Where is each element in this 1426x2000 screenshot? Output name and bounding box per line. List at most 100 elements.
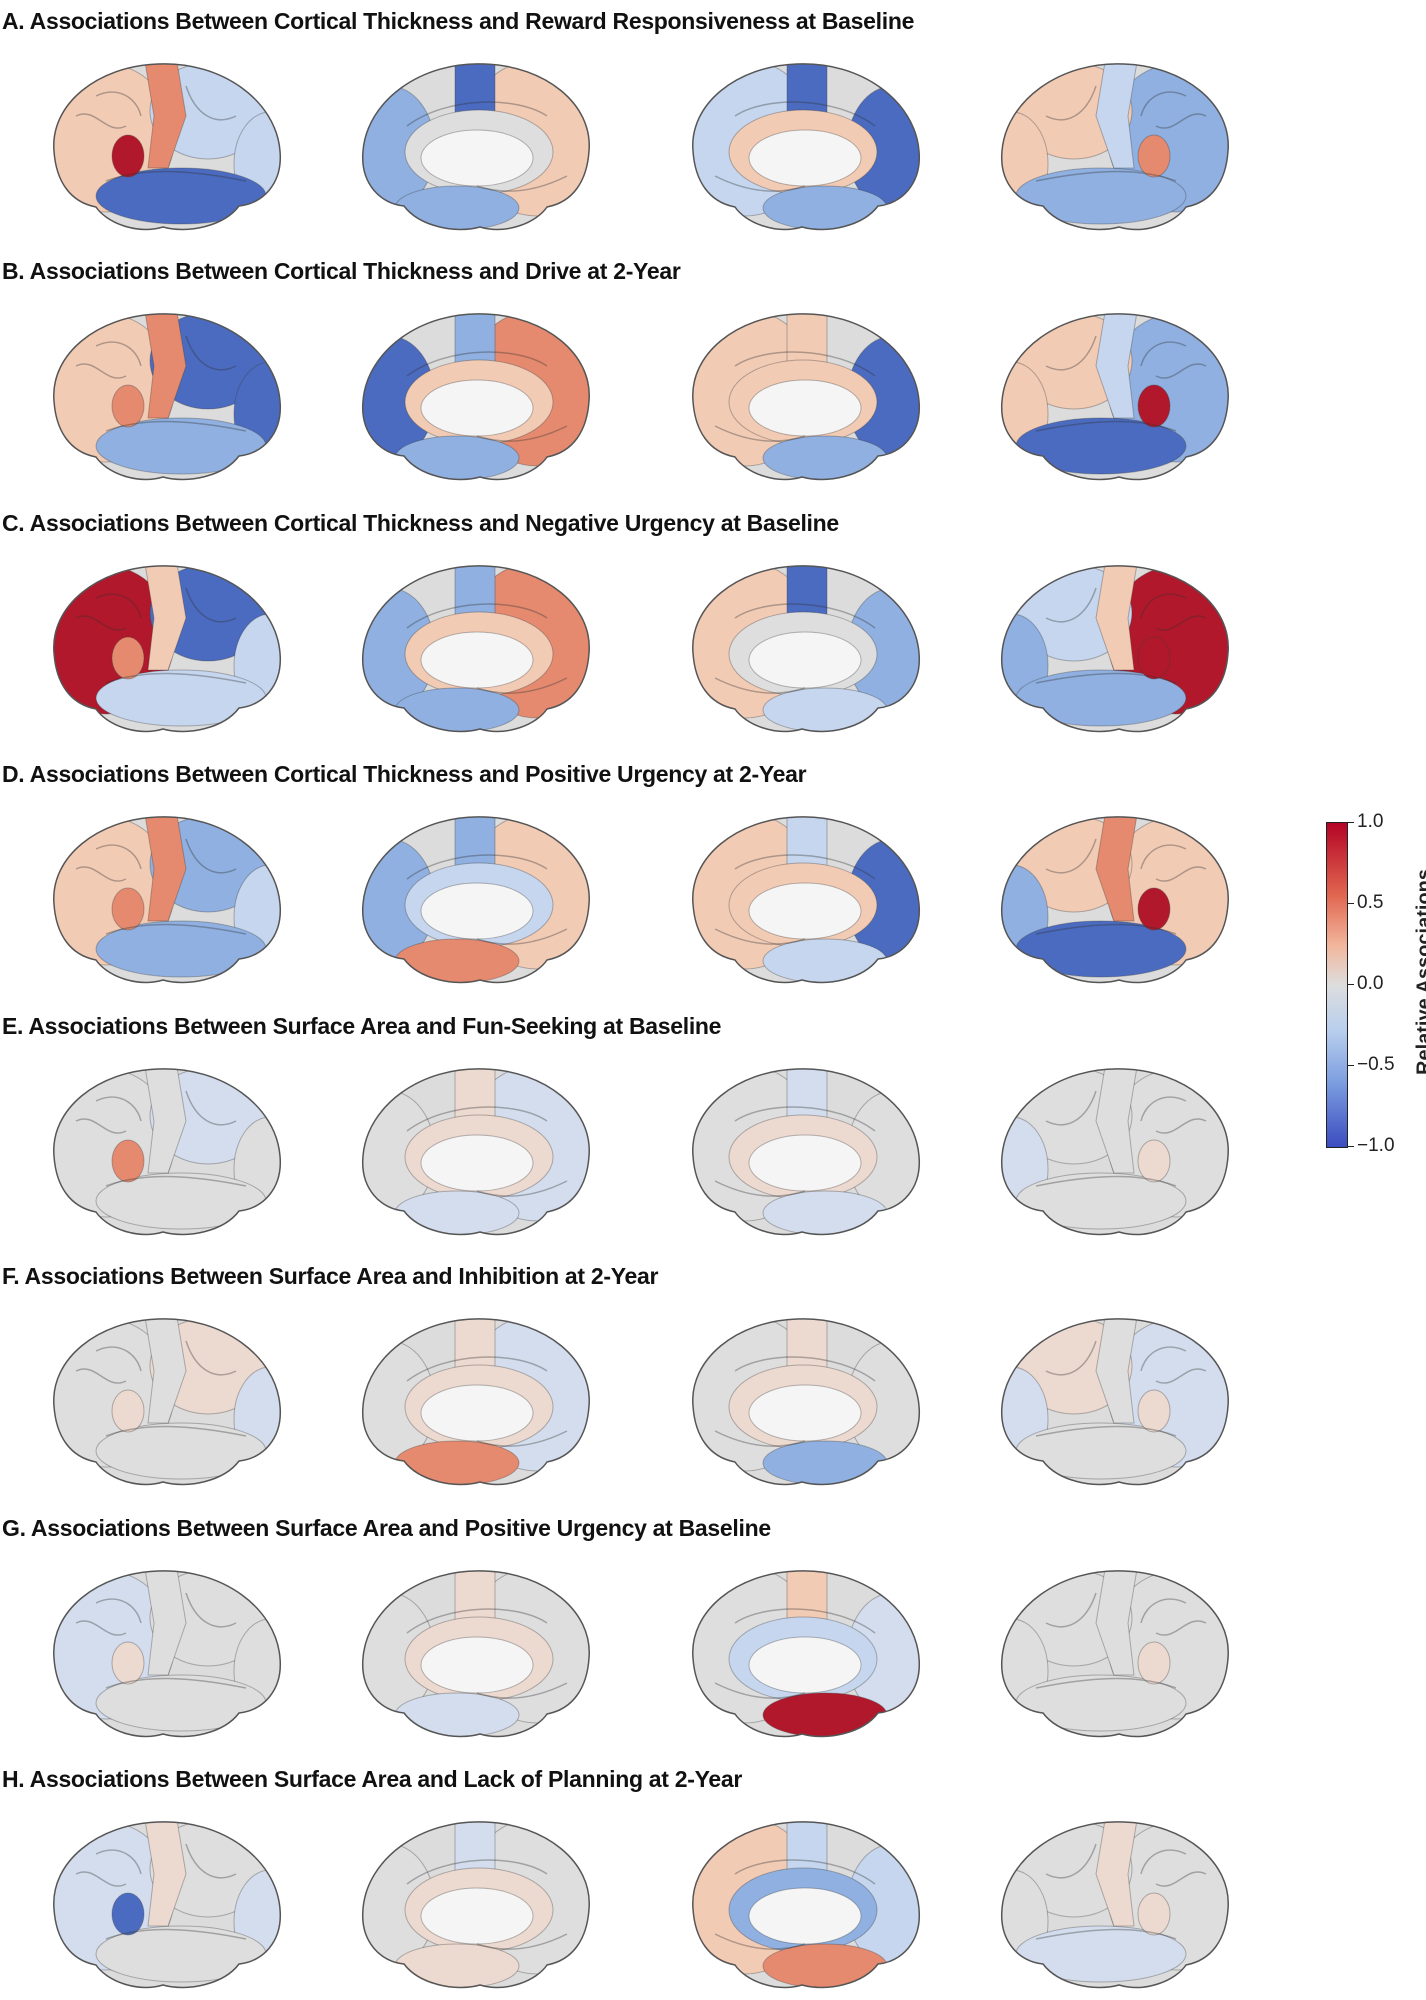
colorbar-tick-label: −1.0 (1357, 1135, 1395, 1156)
brain-region-temporal (394, 435, 520, 480)
brain-region-focal (1137, 1139, 1171, 1183)
sulci (406, 1356, 568, 1447)
lateral-brain-view (53, 1068, 281, 1236)
brain-outline (1001, 565, 1229, 733)
colorbar-tick (1347, 903, 1354, 904)
medial-brain-view (692, 63, 920, 231)
lateral-brain-view (1001, 565, 1229, 733)
medial-brain-view (692, 313, 920, 481)
brain-region-temporal (394, 1190, 520, 1235)
brain-outline (692, 1068, 920, 1236)
brain-outline (692, 1570, 920, 1738)
brain-region-focal (1137, 1892, 1171, 1936)
brain-outline (692, 63, 920, 231)
colorbar-label: Relative Associations (1413, 868, 1426, 1075)
sulci (714, 1356, 876, 1447)
lateral-brain-view (1001, 1570, 1229, 1738)
brain-outline (53, 816, 281, 984)
brain-region-temporal (143, 1821, 187, 1927)
medial-brain-view (362, 63, 590, 231)
brain-outline (53, 313, 281, 481)
colorbar-tick (1347, 1146, 1354, 1147)
brain-region-temporal (394, 1440, 520, 1485)
panel-title: A. Associations Between Cortical Thickne… (2, 8, 915, 34)
brain-outline (53, 63, 281, 231)
medial-brain-view (692, 1068, 920, 1236)
brain-region-temporal (762, 938, 888, 983)
lateral-brain-view (1001, 1318, 1229, 1486)
sulci (714, 854, 876, 945)
medial-brain-view (362, 1068, 590, 1236)
brain-region-temporal (1095, 1318, 1139, 1424)
sulci (406, 1608, 568, 1699)
brain-outline (1001, 1068, 1229, 1236)
brain-region-focal (111, 134, 145, 178)
medial-brain-view (692, 565, 920, 733)
brain-region-focal (420, 379, 534, 437)
brain-outline (692, 816, 920, 984)
panel-title: D. Associations Between Cortical Thickne… (2, 761, 807, 787)
sulci (75, 335, 247, 432)
brain-outline (1001, 1821, 1229, 1989)
brain-region-focal (748, 1636, 862, 1694)
sulci (406, 351, 568, 442)
brain-outline (692, 1318, 920, 1486)
brain-outline (53, 1821, 281, 1989)
brain-region-focal (748, 882, 862, 940)
brain-region-temporal (762, 1190, 888, 1235)
brain-region-temporal (1095, 1821, 1139, 1927)
brain-region-temporal (143, 63, 187, 169)
sulci (714, 101, 876, 192)
brain-region-temporal (1095, 63, 1139, 169)
lateral-brain-view (1001, 313, 1229, 481)
medial-brain-view (692, 1318, 920, 1486)
colorbar (1326, 822, 1348, 1148)
brain-region-focal (420, 1384, 534, 1442)
brain-outline (362, 313, 590, 481)
brain-outline (362, 1821, 590, 1989)
sulci (75, 1090, 247, 1187)
colorbar-tick-label: 0.5 (1357, 892, 1384, 913)
sulci (406, 854, 568, 945)
panel-title: F. Associations Between Surface Area and… (2, 1263, 659, 1289)
brain-region-focal (748, 631, 862, 689)
colorbar-tick (1347, 822, 1354, 823)
brain-region-temporal (143, 1570, 187, 1676)
brain-region-focal (111, 384, 145, 428)
sulci (1035, 1843, 1207, 1940)
brain-region-focal (420, 882, 534, 940)
sulci (1035, 335, 1207, 432)
brain-region-focal (420, 1636, 534, 1694)
brain-outline (53, 1318, 281, 1486)
sulci (75, 1340, 247, 1437)
brain-outline (53, 1068, 281, 1236)
brain-region-focal (1137, 384, 1171, 428)
brain-region-temporal (394, 938, 520, 983)
brain-outline (53, 565, 281, 733)
brain-region-focal (1137, 887, 1171, 931)
brain-outline (1001, 313, 1229, 481)
brain-region-focal (748, 1134, 862, 1192)
sulci (1035, 1592, 1207, 1689)
brain-region-focal (420, 129, 534, 187)
brain-region-focal (748, 1384, 862, 1442)
sulci (1035, 1340, 1207, 1437)
lateral-brain-view (1001, 1068, 1229, 1236)
brain-outline (362, 1570, 590, 1738)
sulci (1035, 1090, 1207, 1187)
brain-outline (1001, 1318, 1229, 1486)
colorbar-tick-label: −0.5 (1357, 1054, 1395, 1075)
brain-region-temporal (394, 1692, 520, 1737)
lateral-brain-view (53, 1570, 281, 1738)
brain-region-focal (1137, 636, 1171, 680)
sulci (75, 1592, 247, 1689)
brain-region-temporal (143, 1068, 187, 1174)
lateral-brain-view (1001, 816, 1229, 984)
brain-region-temporal (394, 185, 520, 230)
brain-outline (1001, 63, 1229, 231)
colorbar-tick-label: 1.0 (1357, 811, 1384, 832)
brain-region-focal (1137, 1389, 1171, 1433)
brain-region-temporal (762, 687, 888, 732)
panel-title: E. Associations Between Surface Area and… (2, 1013, 722, 1039)
